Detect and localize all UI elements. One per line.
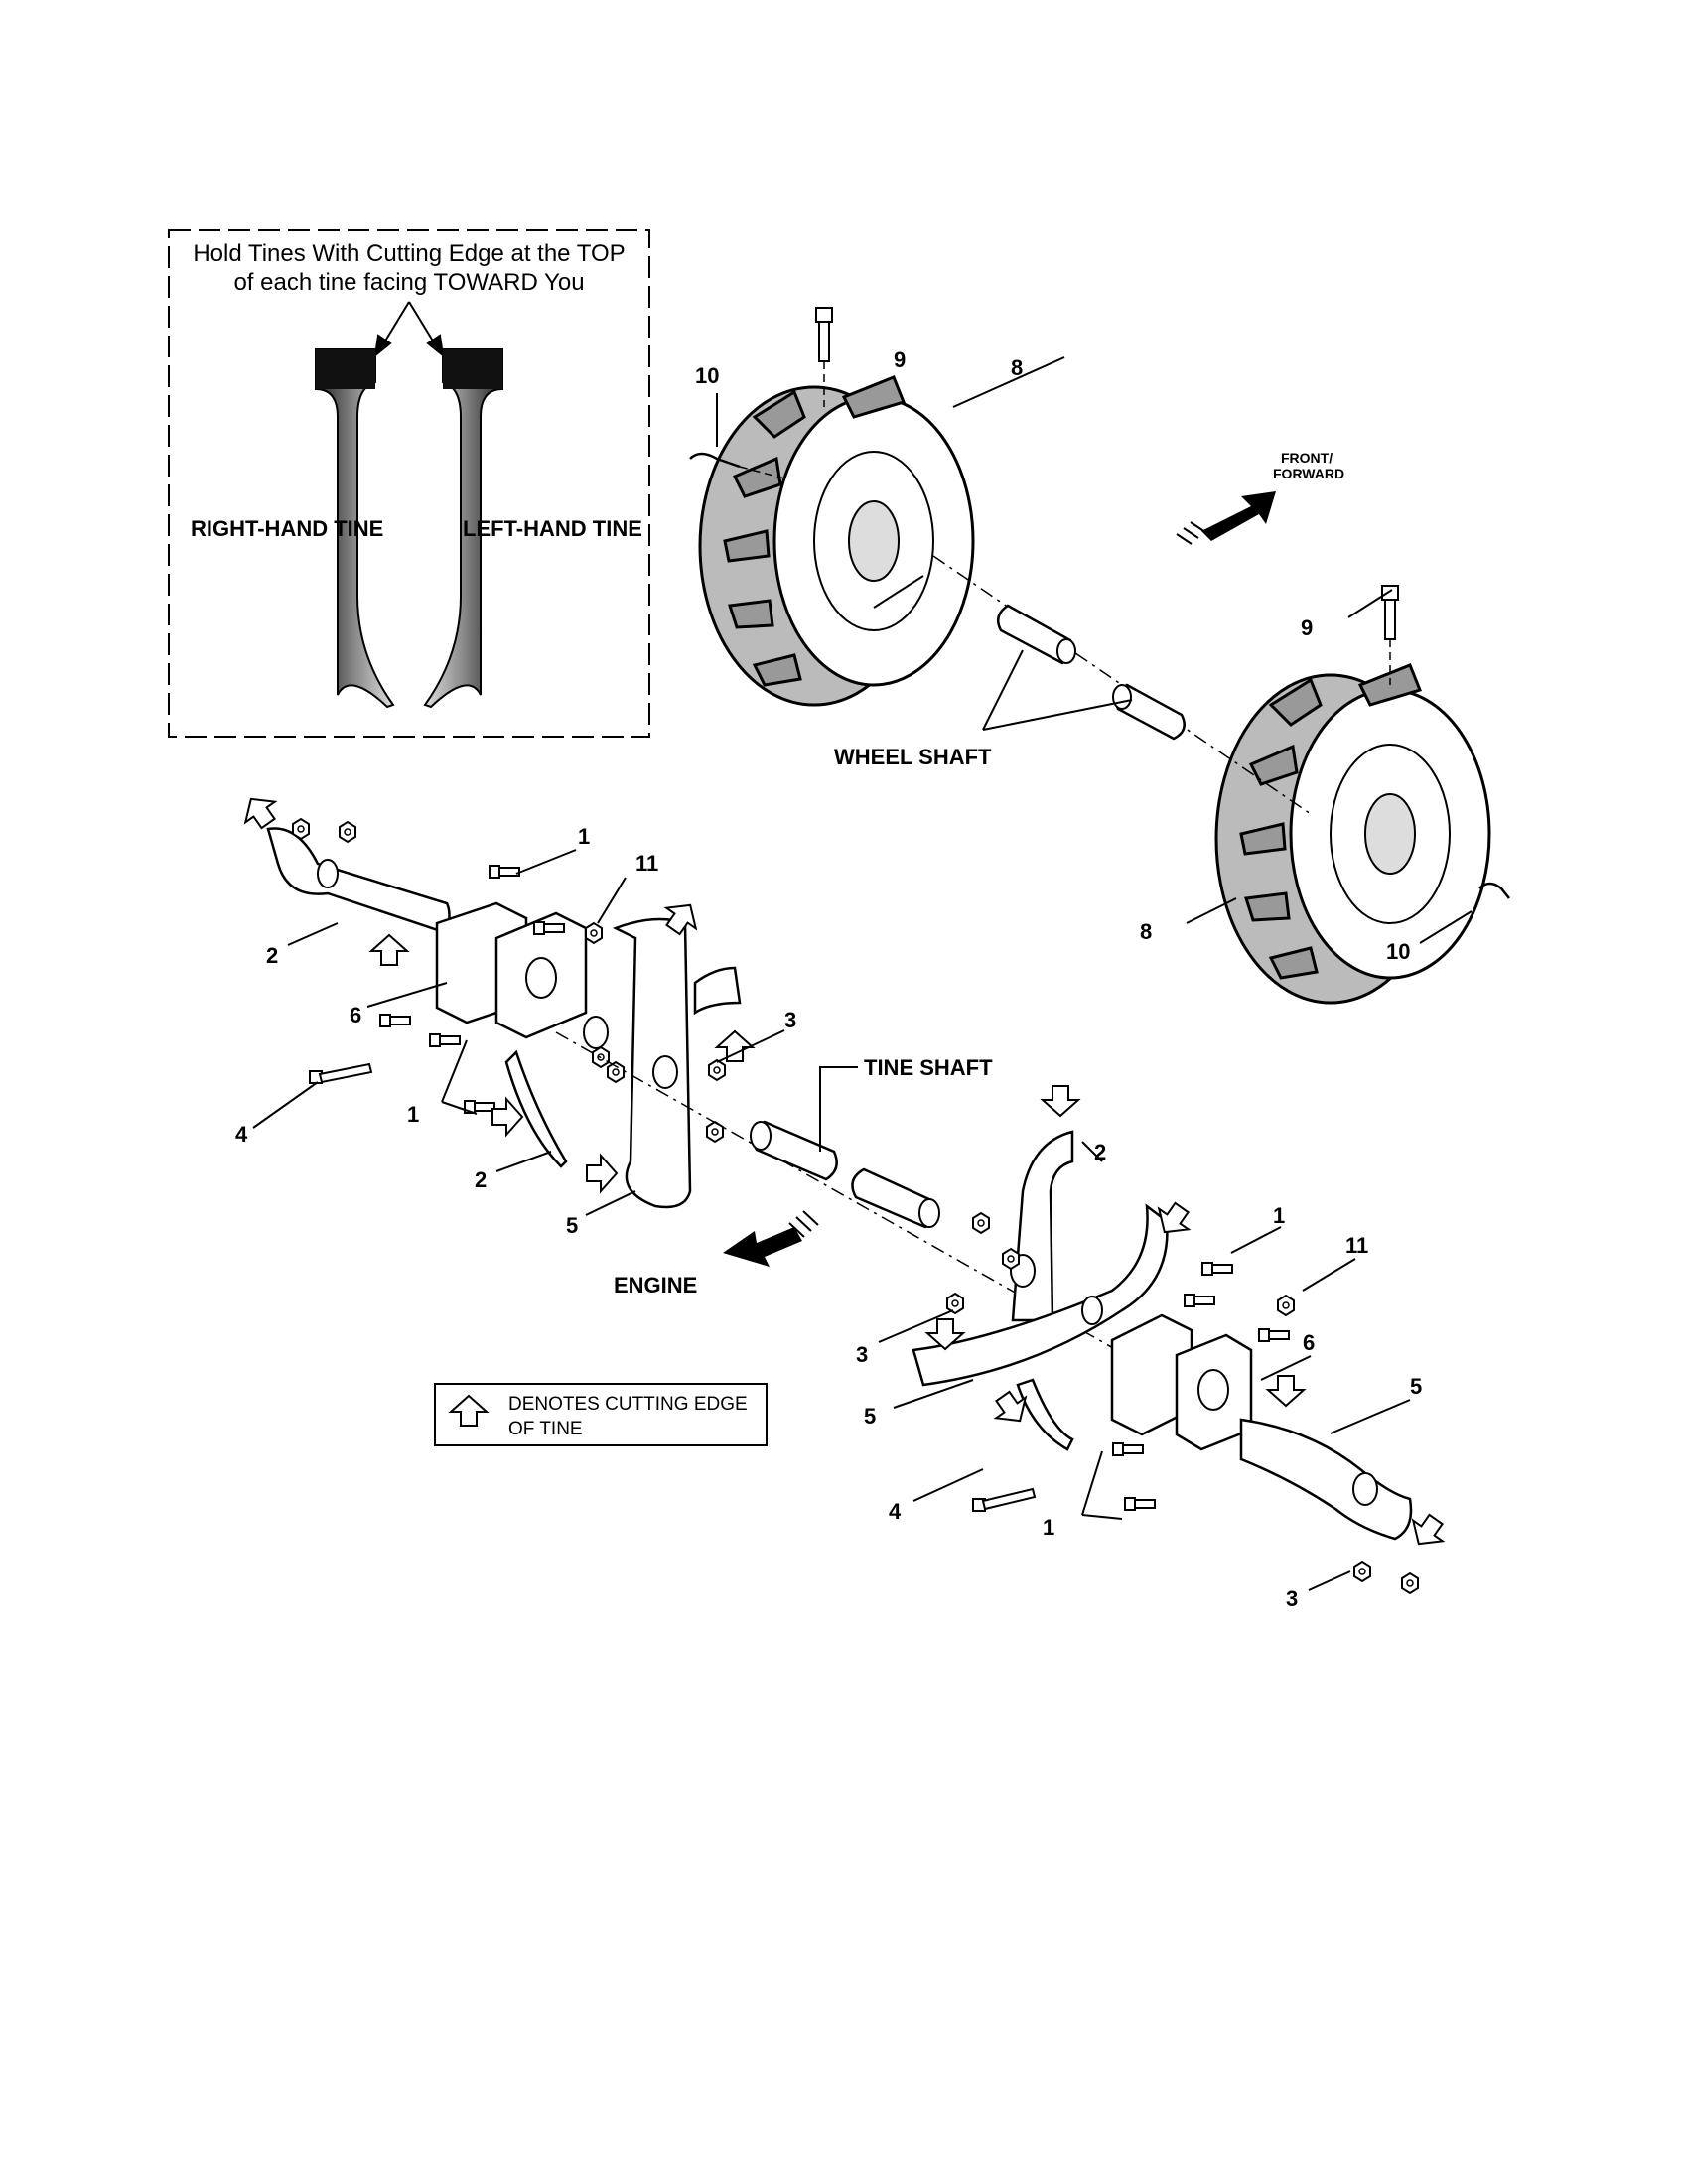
inset-instruction-line-2: of each tine facing TOWARD You bbox=[233, 269, 584, 296]
callout-1: 1 bbox=[1043, 1515, 1054, 1540]
wheel-shaft-label: WHEEL SHAFT bbox=[834, 745, 992, 769]
legend-line-1: DENOTES CUTTING EDGE bbox=[508, 1394, 748, 1415]
callout-11: 11 bbox=[1345, 1233, 1368, 1258]
callout-9: 9 bbox=[894, 347, 906, 372]
tine-orientation-inset: Hold Tines With Cutting Edge at the TOP … bbox=[168, 229, 650, 738]
left-hand-tine-label: LEFT-HAND TINE bbox=[463, 516, 642, 541]
callout-2: 2 bbox=[475, 1167, 487, 1192]
callout-2: 2 bbox=[1094, 1140, 1106, 1164]
inset-instruction-line-1: Hold Tines With Cutting Edge at the TOP bbox=[193, 240, 625, 267]
front-forward-arrow-icon bbox=[1176, 491, 1276, 545]
right-tine-assembly bbox=[912, 1130, 1413, 1541]
callout-1: 1 bbox=[578, 824, 590, 849]
tine-shaft-label: TINE SHAFT bbox=[864, 1055, 993, 1080]
callout-10: 10 bbox=[695, 363, 719, 388]
callout-4: 4 bbox=[235, 1122, 248, 1147]
callout-4: 4 bbox=[889, 1499, 902, 1524]
hairpin-clip-lower bbox=[1478, 882, 1510, 899]
left-hand-tine-shape bbox=[423, 348, 503, 709]
wheel-shaft-leaders bbox=[982, 649, 1133, 731]
front-forward-label-line-1: FRONT/ bbox=[1281, 450, 1333, 466]
wheel-shaft bbox=[932, 555, 1312, 815]
callout-3: 3 bbox=[1286, 1586, 1298, 1611]
arrow-icon bbox=[373, 301, 445, 358]
tine-shaft bbox=[555, 1031, 1153, 1371]
callout-3: 3 bbox=[856, 1342, 868, 1367]
callout-6: 6 bbox=[1303, 1330, 1315, 1355]
lower-wheel bbox=[1214, 663, 1491, 1005]
callout-5: 5 bbox=[1410, 1374, 1422, 1399]
wheel-bolt-lower bbox=[1381, 585, 1399, 685]
callout-2: 2 bbox=[266, 943, 278, 968]
callout-numbers: 1 11 2 6 1 4 3 2 5 10 9 8 9 8 10 2 1 11 … bbox=[235, 347, 1422, 1611]
hairpin-clip-upper bbox=[689, 452, 785, 479]
callout-11: 11 bbox=[635, 851, 658, 876]
left-tine-assembly bbox=[266, 827, 742, 1209]
wheel-bolt-upper bbox=[815, 307, 833, 407]
callout-1: 1 bbox=[407, 1102, 419, 1127]
callout-leaders bbox=[252, 356, 1473, 1591]
engine-arrow-icon bbox=[723, 1210, 819, 1267]
right-hand-tine-label: RIGHT-HAND TINE bbox=[191, 516, 383, 541]
upper-wheel bbox=[698, 375, 975, 707]
legend-line-2: OF TINE bbox=[508, 1419, 583, 1439]
callout-6: 6 bbox=[350, 1003, 361, 1027]
callout-10: 10 bbox=[1386, 939, 1410, 964]
callout-5: 5 bbox=[864, 1404, 876, 1429]
right-hand-tine-shape bbox=[315, 348, 395, 709]
callout-8: 8 bbox=[1011, 355, 1023, 380]
engine-label: ENGINE bbox=[614, 1273, 697, 1297]
callout-3: 3 bbox=[784, 1008, 796, 1032]
cutting-edge-legend: DENOTES CUTTING EDGE OF TINE bbox=[434, 1383, 768, 1446]
callout-1: 1 bbox=[1273, 1203, 1285, 1228]
callout-8: 8 bbox=[1140, 919, 1152, 944]
callout-5: 5 bbox=[566, 1213, 578, 1238]
callout-9: 9 bbox=[1301, 615, 1313, 640]
front-forward-label-line-2: FORWARD bbox=[1273, 466, 1344, 481]
